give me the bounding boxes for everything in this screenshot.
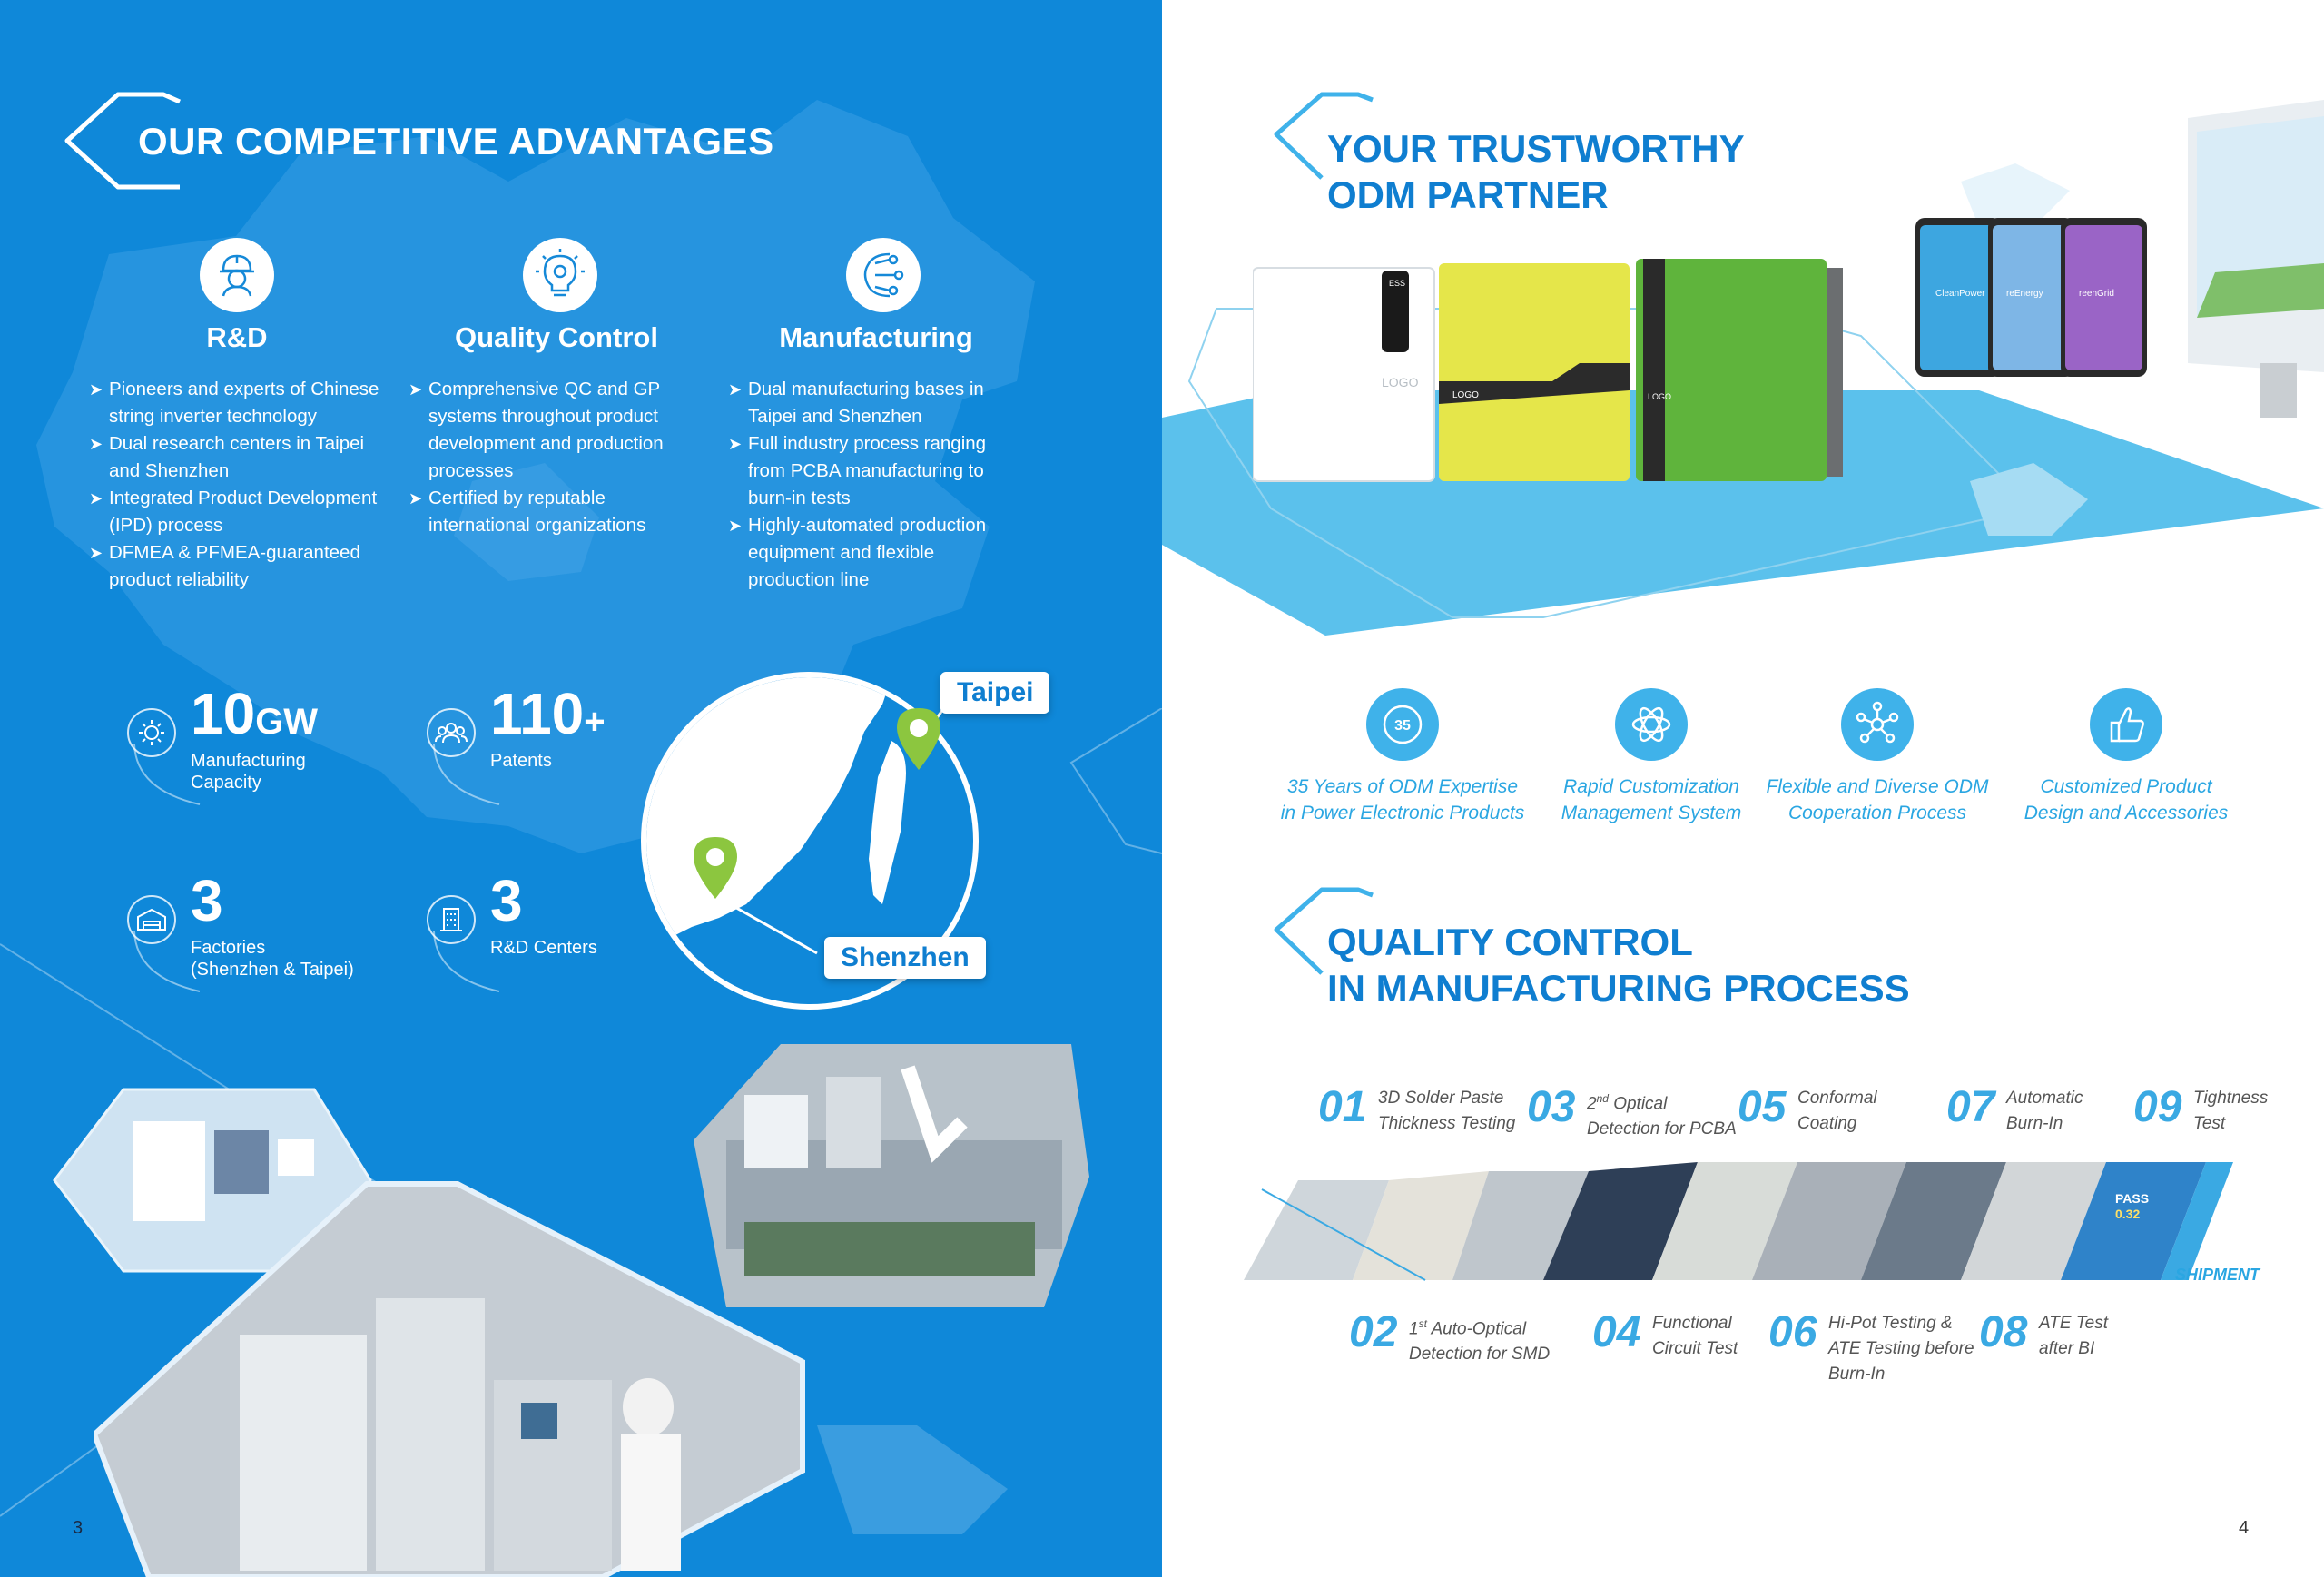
stat-value: 110+ — [490, 681, 606, 746]
stat-value: 3 — [490, 868, 523, 933]
pillar-bullets: ➤Comprehensive QC and GP systems through… — [407, 376, 670, 539]
chevron-right-icon: ➤ — [89, 544, 103, 562]
chevron-right-icon: ➤ — [728, 380, 743, 399]
logo-label: LOGO — [1452, 390, 1479, 400]
map-pins — [694, 705, 948, 955]
svg-text:35: 35 — [1394, 718, 1411, 734]
stat-label: R&D Centers — [490, 938, 597, 958]
atom-icon — [1615, 688, 1688, 761]
svg-text:0.32: 0.32 — [2115, 1207, 2140, 1221]
chevron-right-icon: ➤ — [89, 380, 103, 399]
shipment-label: SHIPMENT — [2175, 1266, 2260, 1284]
title-bracket-icon — [64, 92, 182, 190]
qc-title: QUALITY CONTROL IN MANUFACTURING PROCESS — [1327, 921, 1910, 1010]
engineer-icon — [200, 238, 274, 312]
bullet-item: ➤Pioneers and experts of Chinese string … — [87, 376, 387, 430]
pillar-title: Manufacturing — [779, 321, 973, 353]
process-photo-strip: PASS 0.32 — [1244, 1162, 2233, 1281]
badge-35-icon: 35 — [1366, 688, 1439, 761]
chevron-right-icon: ➤ — [728, 435, 743, 453]
page-title: OUR COMPETITIVE ADVANTAGES — [138, 120, 774, 163]
page-title: YOUR TRUSTWORTHY ODM PARTNER — [1327, 127, 1745, 216]
lightbulb-gear-icon — [523, 238, 597, 312]
pillar-title: Quality Control — [455, 321, 658, 353]
map-pin-icon — [897, 708, 940, 770]
stat-value: 3 — [191, 868, 223, 933]
title-bracket-icon — [1274, 92, 1374, 180]
svg-text:CleanPower: CleanPower — [1935, 289, 1985, 299]
china-map-background — [36, 100, 1035, 853]
test-chamber-photo — [94, 1181, 805, 1577]
thumbs-up-icon — [2090, 688, 2162, 761]
stat-value: 10GW — [191, 681, 319, 746]
bullet-item: ➤Integrated Product Development (IPD) pr… — [87, 485, 387, 539]
lab-photo — [53, 1088, 372, 1273]
callout-shenzhen: Shenzhen — [824, 937, 986, 979]
bullet-item: ➤Full industry process ranging from PCBA… — [726, 430, 999, 512]
chevron-right-icon: ➤ — [89, 489, 103, 508]
gear-icon — [127, 708, 176, 757]
pillar-bullets: ➤Pioneers and experts of Chinese string … — [87, 376, 387, 594]
page-number: 4 — [2239, 1518, 2250, 1538]
people-icon — [427, 708, 476, 757]
chevron-right-icon: ➤ — [89, 435, 103, 453]
devices-mockup: CleanPower reEnergy reenGrid — [1915, 100, 2324, 418]
page-number: 3 — [73, 1518, 84, 1538]
bullet-item: ➤Highly-automated production equipment a… — [726, 512, 999, 594]
callout-taipei: Taipei — [940, 672, 1050, 714]
chevron-right-icon: ➤ — [409, 380, 423, 399]
factory-icon — [127, 895, 176, 944]
stat-label: Factories(Shenzhen & Taipei) — [191, 938, 354, 980]
building-icon — [427, 895, 476, 944]
network-icon — [1841, 688, 1914, 761]
bullet-item: ➤Dual research centers in Taipei and She… — [87, 430, 387, 485]
ess-label: ESS — [1389, 279, 1405, 288]
bullet-item: ➤Comprehensive QC and GP systems through… — [407, 376, 670, 485]
svg-text:PASS: PASS — [2115, 1191, 2149, 1206]
right-page: YOUR TRUSTWORTHY ODM PARTNER ESS LOGO LO… — [1162, 0, 2324, 1577]
svg-text:reenGrid: reenGrid — [2079, 289, 2114, 299]
map-pin-icon — [694, 837, 737, 899]
bullet-item: ➤DFMEA & PFMEA-guaranteed product reliab… — [87, 539, 387, 594]
pillar-bullets: ➤Dual manufacturing bases in Taipei and … — [726, 376, 999, 594]
pillar-title: R&D — [206, 321, 268, 353]
chevron-right-icon: ➤ — [409, 489, 423, 508]
left-page: OUR COMPETITIVE ADVANTAGES R&D ➤Pioneers… — [0, 0, 1162, 1577]
bullet-item: ➤Dual manufacturing bases in Taipei and … — [726, 376, 999, 430]
stat-label: Patents — [490, 751, 552, 771]
circuit-brain-icon — [846, 238, 921, 312]
logo-label: LOGO — [1648, 392, 1671, 401]
chevron-right-icon: ➤ — [728, 517, 743, 535]
logo-label: LOGO — [1382, 375, 1419, 389]
factory-robot-photo — [694, 1044, 1089, 1307]
bullet-item: ➤Certified by reputable international or… — [407, 485, 670, 539]
inverter-products: ESS LOGO LOGO LOGO — [1253, 259, 1843, 482]
svg-text:reEnergy: reEnergy — [2006, 289, 2043, 299]
title-bracket-icon — [1274, 887, 1374, 975]
